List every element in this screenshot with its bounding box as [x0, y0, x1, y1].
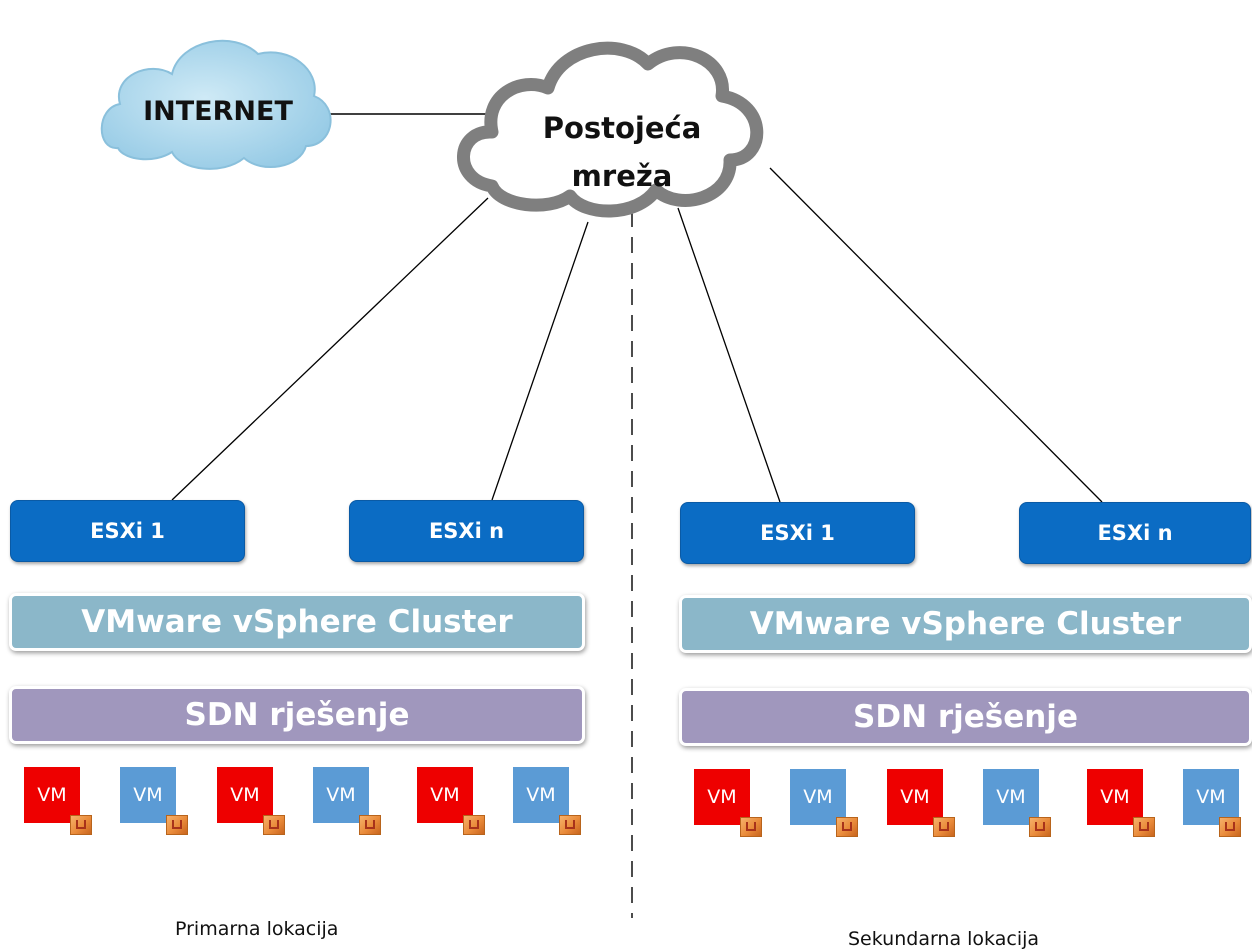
- existing-network-label: Postojeća mreža: [522, 104, 722, 200]
- existing-network-label-line1: Postojeća: [542, 111, 702, 145]
- vm-package-icon: [463, 815, 485, 835]
- secondary-location-label: Sekundarna lokacija: [848, 928, 1040, 950]
- vm-label: VM: [430, 784, 460, 806]
- primary-vm-2: VM: [120, 767, 188, 835]
- secondary-sdn-layer: SDN rješenje: [679, 688, 1252, 746]
- secondary-vm-3: VM: [887, 769, 955, 837]
- secondary-vsphere-cluster-layer: VMware vSphere Cluster: [679, 595, 1252, 653]
- secondary-esxi-n-node: ESXi n: [1019, 502, 1251, 564]
- primary-vm-1: VM: [24, 767, 92, 835]
- vm-label: VM: [1196, 786, 1226, 808]
- primary-vm-5: VM: [417, 767, 485, 835]
- internet-cloud-icon: [100, 39, 332, 170]
- primary-vm-6: VM: [513, 767, 581, 835]
- vm-label: VM: [1100, 786, 1130, 808]
- existing-network-label-line2: mreža: [571, 159, 673, 193]
- vm-label: VM: [326, 784, 356, 806]
- vm-package-icon: [559, 815, 581, 835]
- vm-label: VM: [900, 786, 930, 808]
- internet-label: INTERNET: [143, 96, 293, 127]
- vm-package-icon: [70, 815, 92, 835]
- vm-package-icon: [1219, 817, 1241, 837]
- secondary-vm-6: VM: [1183, 769, 1241, 837]
- vm-package-icon: [1133, 817, 1155, 837]
- primary-vm-4: VM: [313, 767, 381, 835]
- vm-label: VM: [996, 786, 1026, 808]
- vm-package-icon: [1029, 817, 1051, 837]
- vm-package-icon: [836, 817, 858, 837]
- network-cloud-icon: [457, 41, 764, 218]
- primary-vm-3: VM: [217, 767, 285, 835]
- vm-label: VM: [133, 784, 163, 806]
- primary-sdn-layer: SDN rješenje: [9, 686, 585, 744]
- secondary-vm-5: VM: [1087, 769, 1155, 837]
- vm-label: VM: [230, 784, 260, 806]
- secondary-vm-1: VM: [694, 769, 762, 837]
- vm-label: VM: [803, 786, 833, 808]
- vm-package-icon: [359, 815, 381, 835]
- link-primary-esxin: [491, 221, 589, 501]
- secondary-vm-2: VM: [790, 769, 858, 837]
- secondary-esxi-1-node: ESXi 1: [680, 502, 915, 564]
- vm-package-icon: [740, 817, 762, 837]
- vm-label: VM: [37, 784, 67, 806]
- primary-vsphere-cluster-layer: VMware vSphere Cluster: [9, 593, 585, 651]
- vm-label: VM: [526, 784, 556, 806]
- primary-location-label: Primarna lokacija: [175, 918, 339, 940]
- primary-esxi-n-node: ESXi n: [349, 500, 584, 562]
- vm-package-icon: [933, 817, 955, 837]
- vm-package-icon: [263, 815, 285, 835]
- primary-esxi-1-node: ESXi 1: [10, 500, 245, 562]
- vm-label: VM: [707, 786, 737, 808]
- vm-package-icon: [166, 815, 188, 835]
- secondary-vm-4: VM: [983, 769, 1051, 837]
- link-secondary-esxin: [769, 167, 1103, 503]
- link-secondary-esxi1: [677, 207, 781, 503]
- link-primary-esxi1: [171, 197, 489, 501]
